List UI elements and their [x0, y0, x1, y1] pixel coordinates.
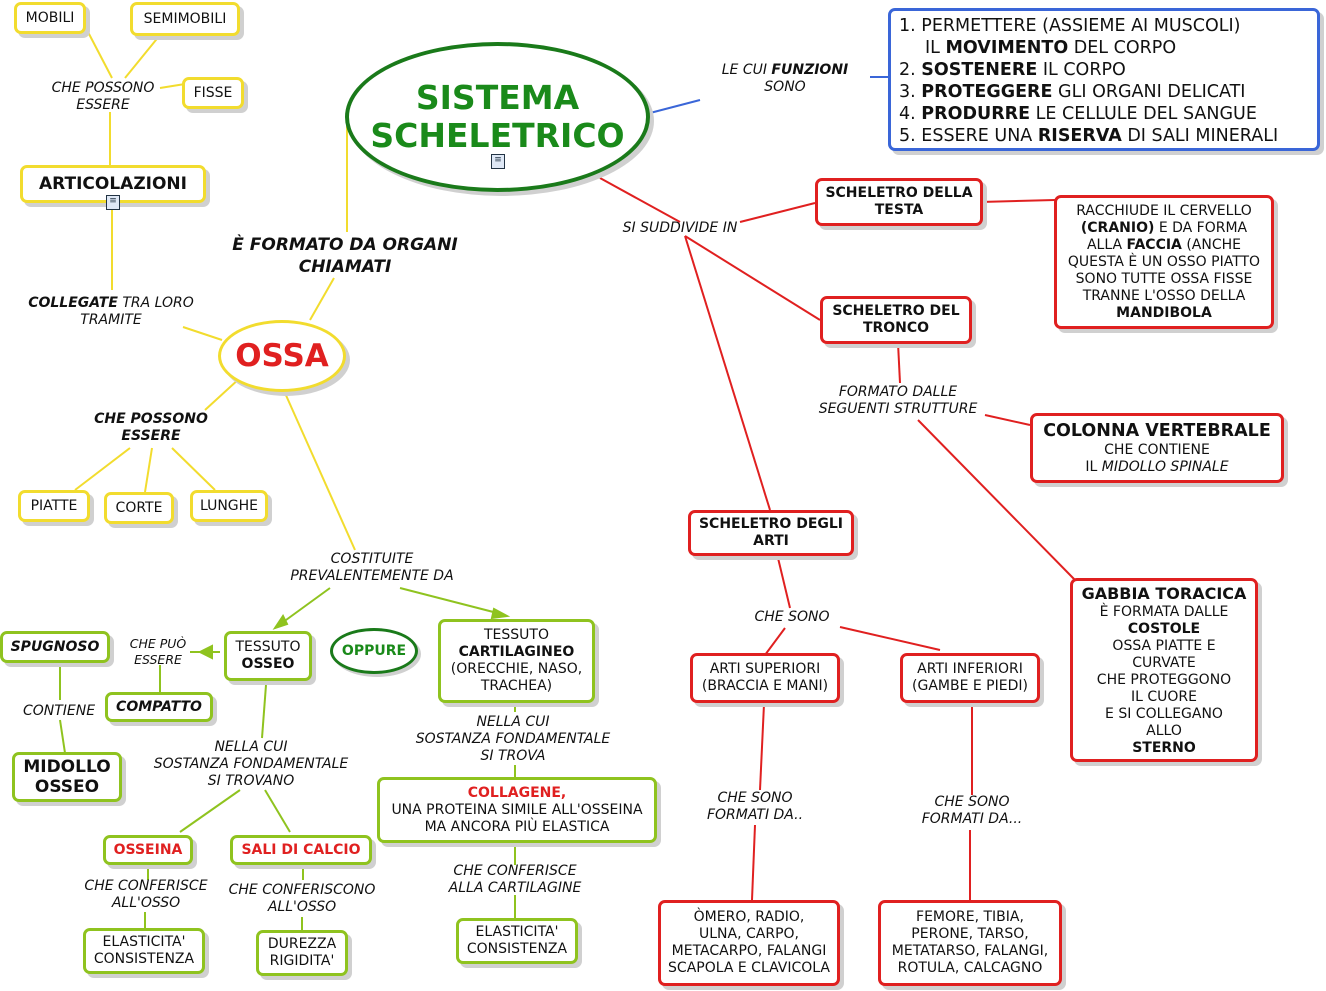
semimobili-node[interactable]: SEMIMOBILI [130, 2, 240, 36]
function-item-1: 1. PERMETTERE (ASSIEME AI MUSCOLI) [899, 16, 1241, 36]
piatte-node[interactable]: PIATTE [18, 490, 90, 522]
oppure-node[interactable]: OPPURE [330, 628, 418, 674]
function-item-2: 2. SOSTENERE IL CORPO [899, 60, 1126, 80]
articolazioni-note-icon[interactable]: ≡ [106, 195, 120, 210]
ossa-label: OSSA [235, 338, 329, 374]
ossa-node[interactable]: OSSA [218, 320, 346, 392]
title-line1: SISTEMA [415, 78, 580, 117]
functions-box[interactable]: 1. PERMETTERE (ASSIEME AI MUSCOLI) IL MO… [888, 8, 1320, 151]
che-sono-label: CHE SONO [754, 609, 830, 625]
sali-calcio-node[interactable]: SALI DI CALCIO [230, 835, 372, 865]
testa-description-node[interactable]: RACCHIUDE IL CERVELLO (CRANIO) E DA FORM… [1054, 195, 1274, 329]
functions-label: LE CUI FUNZIONI SONO [721, 62, 849, 95]
corte-node[interactable]: CORTE [104, 492, 174, 524]
function-item-1-cont: IL MOVIMENTO DEL CORPO [925, 38, 1177, 58]
elasticita-osso-node[interactable]: ELASTICITA'CONSISTENZA [83, 928, 205, 974]
title-node[interactable]: SISTEMA SCHELETRICO ≡ [345, 42, 650, 192]
si-suddivide-label: SI SUDDIVIDE IN [622, 220, 738, 236]
gabbia-toracica-node[interactable]: GABBIA TORACICA È FORMATA DALLE COSTOLE … [1070, 578, 1258, 762]
osseina-node[interactable]: OSSEINA [103, 835, 193, 865]
function-item-5: 5. ESSERE UNA RISERVA DI SALI MINERALI [899, 126, 1279, 146]
oppure-label: OPPURE [341, 643, 407, 659]
function-item-3: 3. PROTEGGERE GLI ORGANI DELICATI [899, 82, 1246, 102]
compatto-node[interactable]: COMPATTO [105, 692, 213, 722]
ossa-superiori-node[interactable]: ÒMERO, RADIO,ULNA, CARPO,METACARPO, FALA… [658, 900, 840, 986]
note-icon[interactable]: ≡ [491, 154, 505, 169]
fisse-node[interactable]: FISSE [182, 77, 244, 109]
title-line2: SCHELETRICO [370, 116, 625, 155]
function-item-4: 4. PRODURRE LE CELLULE DEL SANGUE [899, 104, 1257, 124]
elasticita-cartilagine-node[interactable]: ELASTICITA'CONSISTENZA [456, 918, 578, 964]
arti-inferiori-node[interactable]: ARTI INFERIORI(GAMBE E PIEDI) [900, 653, 1040, 703]
arti-superiori-node[interactable]: ARTI SUPERIORI(BRACCIA E MANI) [690, 653, 840, 703]
lunghe-node[interactable]: LUNGHE [190, 490, 268, 522]
colonna-vertebrale-node[interactable]: COLONNA VERTEBRALE CHE CONTIENE IL MIDOL… [1030, 413, 1284, 483]
spugnoso-node[interactable]: SPUGNOSO [0, 631, 110, 663]
ossa-inferiori-node[interactable]: FEMORE, TIBIA,PERONE, TARSO,METATARSO, F… [878, 900, 1062, 986]
collagene-node[interactable]: COLLAGENE,UNA PROTEINA SIMILE ALL'OSSEIN… [377, 777, 657, 843]
contiene-label: CONTIENE [22, 703, 96, 719]
mobili-node[interactable]: MOBILI [14, 2, 86, 34]
